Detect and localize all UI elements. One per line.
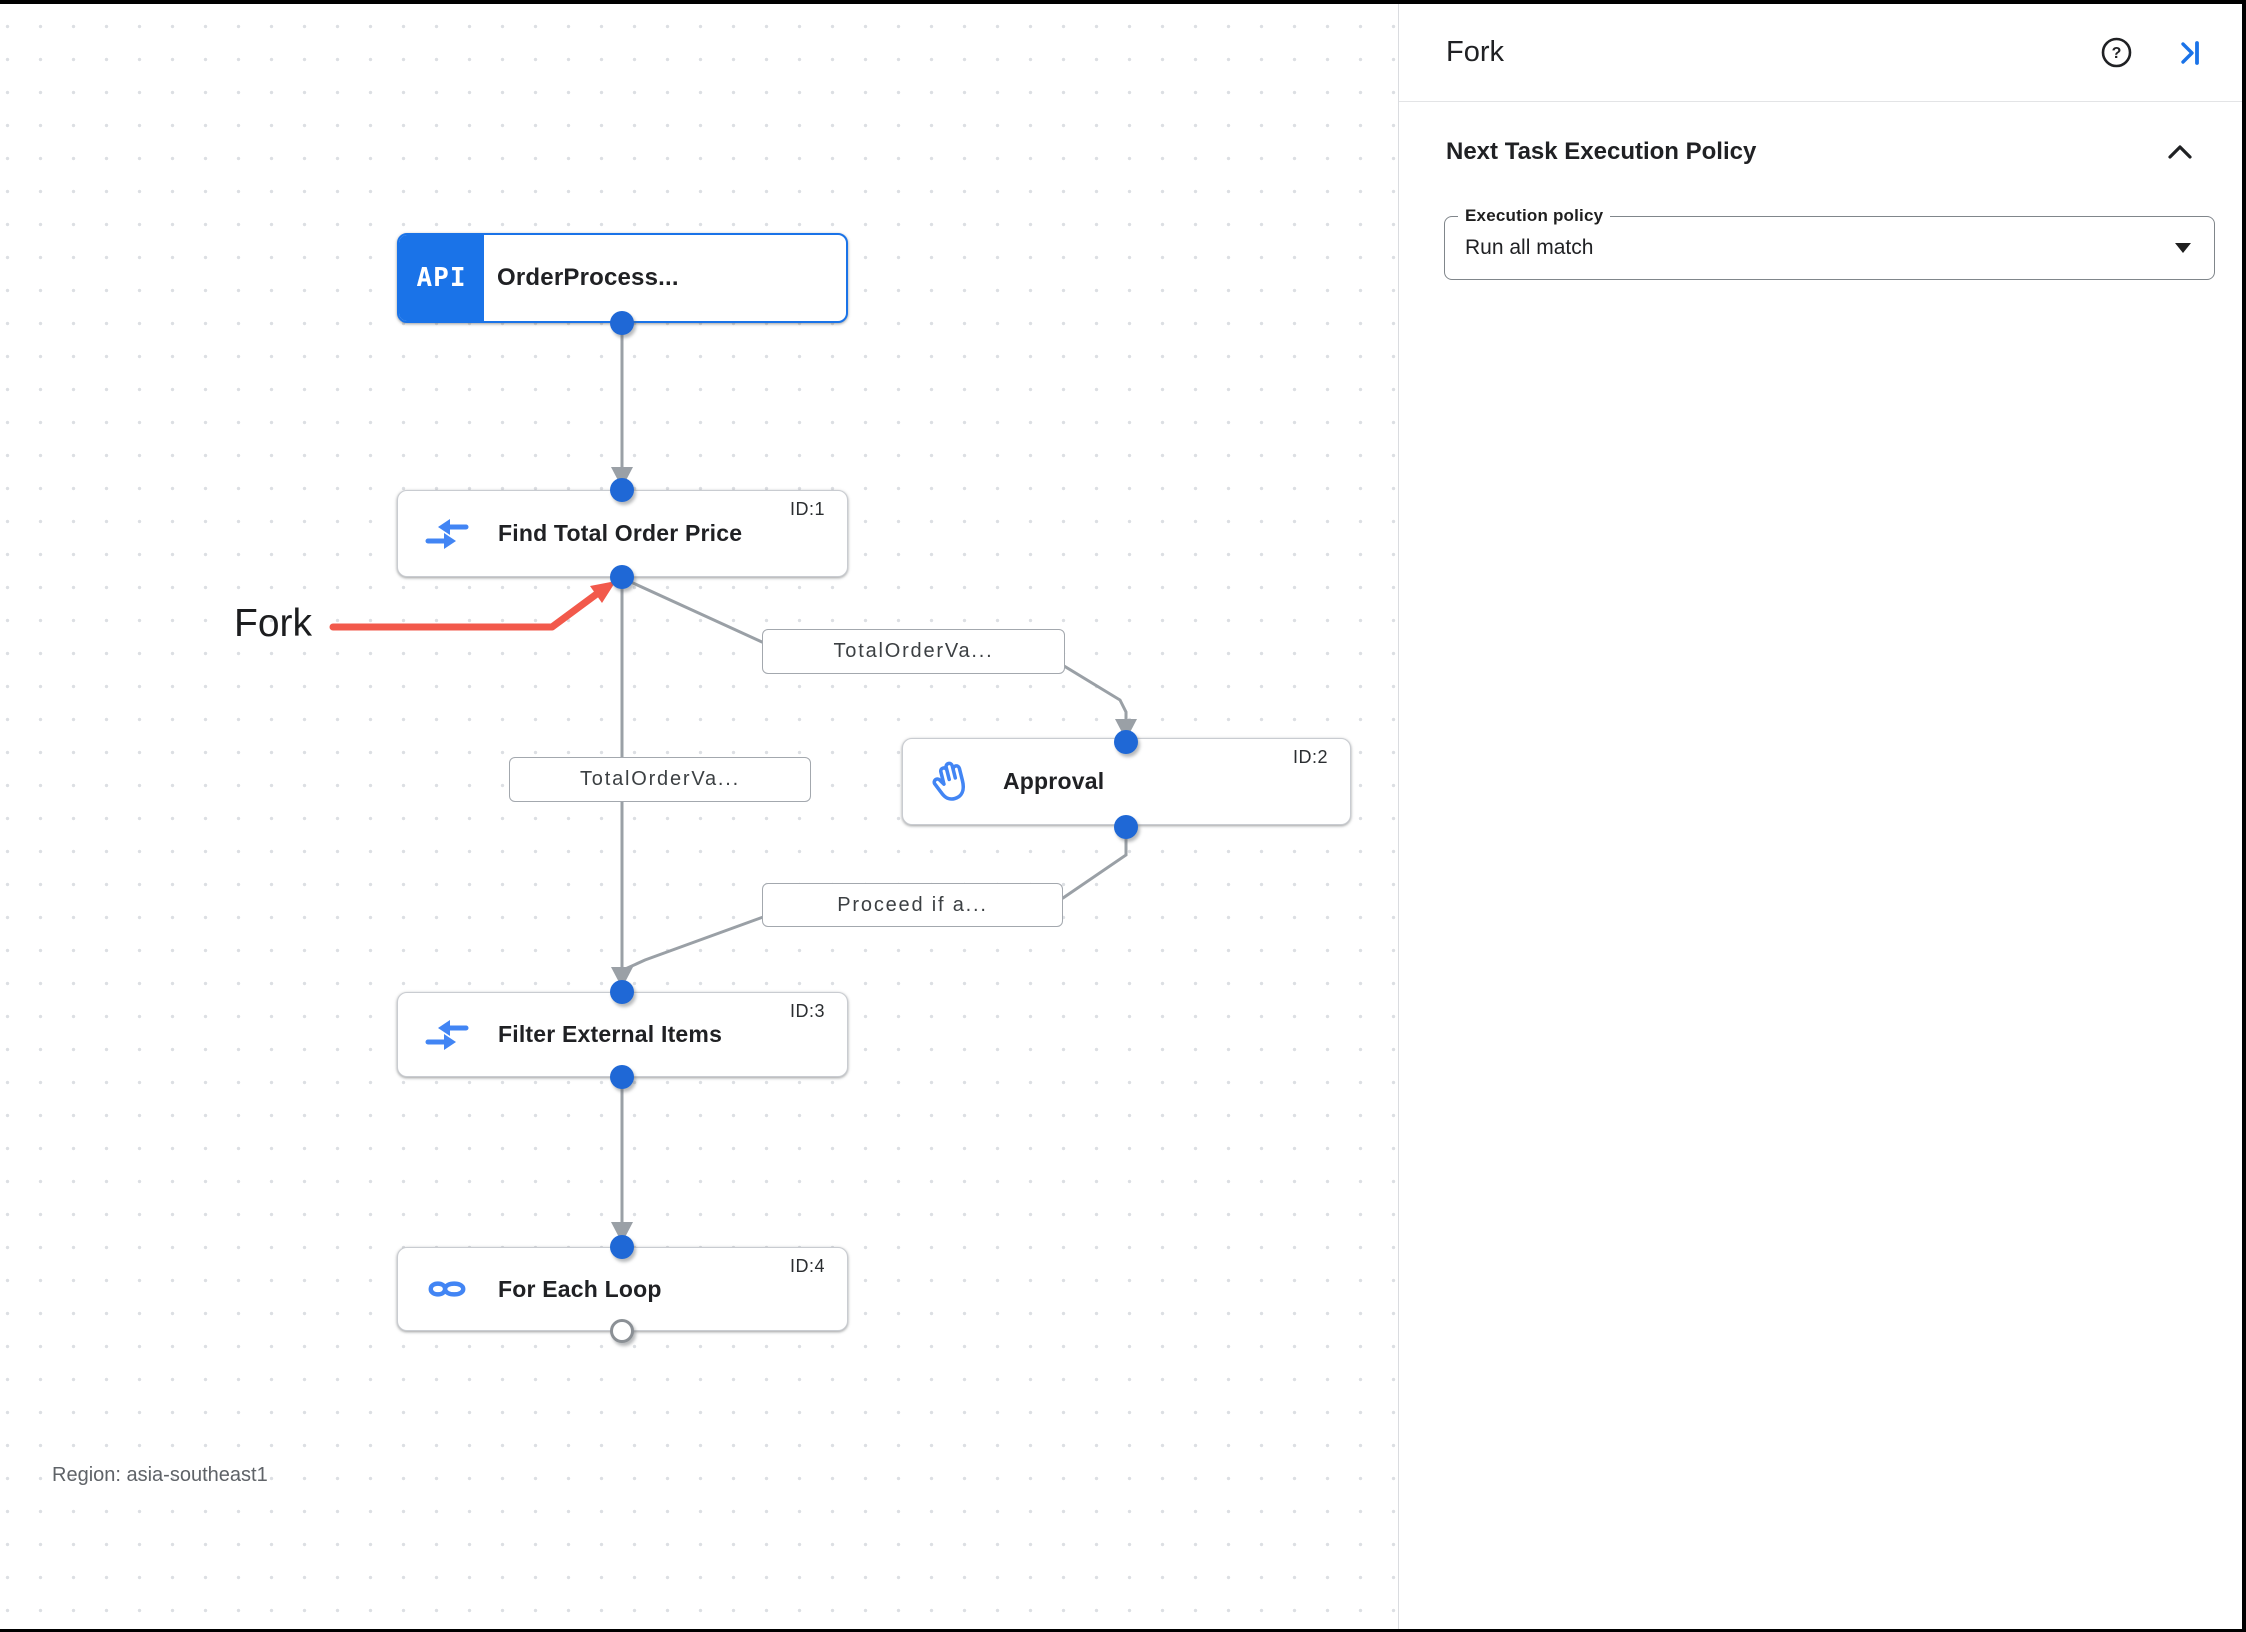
port-trigger-out[interactable]: [610, 311, 634, 335]
arrowhead-task1: [611, 467, 633, 488]
for-each-loop-icon: [425, 1267, 469, 1311]
svg-text:?: ?: [2111, 45, 2121, 62]
task-id-badge: ID:2: [1292, 747, 1328, 767]
execution-policy-value: Run all match: [1465, 236, 1594, 259]
data-mapping-icon: [425, 1013, 469, 1057]
port-task4-in[interactable]: [610, 1235, 634, 1259]
execution-policy-select[interactable]: Execution policy Run all match: [1444, 206, 2215, 280]
port-task2-in[interactable]: [1114, 730, 1138, 754]
chevron-up-icon[interactable]: [2166, 143, 2194, 161]
node-filter-external-items[interactable]: Filter External Items ID:3: [397, 992, 848, 1077]
port-task1-in[interactable]: [610, 478, 634, 502]
node-title: For Each Loop: [498, 1275, 662, 1302]
port-task2-out[interactable]: [1114, 815, 1138, 839]
workflow-canvas[interactable]: API OrderProcess... Find Total Order Pri…: [0, 4, 1398, 1629]
arrowhead-task4: [611, 1222, 633, 1243]
workflow-edges: [329, 322, 1137, 1243]
edge-label-condition[interactable]: TotalOrderVa...: [762, 629, 1065, 674]
data-mapping-icon: [425, 512, 469, 556]
api-trigger-icon: API: [399, 235, 484, 321]
config-panel: Fork ? Next Task Execution Policy: [1399, 4, 2246, 1629]
approval-hand-icon: [930, 760, 974, 804]
panel-title: Fork: [1446, 36, 1504, 68]
section-header[interactable]: Next Task Execution Policy: [1446, 138, 2194, 166]
edge-task1-to-task2[interactable]: [621, 576, 1128, 722]
arrowhead-task3: [611, 967, 633, 988]
port-task4-out-open[interactable]: [610, 1319, 634, 1343]
task-id-badge: ID:1: [789, 499, 825, 519]
frame-bottom: [0, 1629, 2246, 1632]
node-find-total-order-price[interactable]: Find Total Order Price ID:1: [397, 490, 848, 577]
node-for-each-loop[interactable]: For Each Loop ID:4: [397, 1247, 848, 1331]
fork-annotation-arrow: [329, 581, 616, 631]
edge-label-condition[interactable]: TotalOrderVa...: [509, 757, 811, 802]
config-panel-header: Fork ?: [1399, 4, 2246, 101]
node-title: OrderProcess...: [497, 264, 679, 291]
collapse-panel-icon[interactable]: [2172, 36, 2206, 70]
section-title: Next Task Execution Policy: [1446, 138, 1757, 165]
port-task1-out[interactable]: [610, 565, 634, 589]
execution-policy-label: Execution policy: [1458, 206, 1611, 226]
task-id-badge: ID:4: [789, 1256, 825, 1276]
divider: [1399, 101, 2246, 102]
frame-top: [0, 0, 2246, 4]
panel-divider: [1398, 0, 1399, 1632]
port-task3-out[interactable]: [610, 1065, 634, 1089]
task-id-badge: ID:3: [789, 1001, 825, 1021]
port-task3-in[interactable]: [610, 980, 634, 1004]
help-icon[interactable]: ?: [2099, 36, 2133, 70]
next-task-execution-policy-section: Next Task Execution Policy Execution pol…: [1399, 102, 2246, 280]
frame-right: [2242, 0, 2246, 1632]
node-api-trigger[interactable]: API OrderProcess...: [397, 233, 848, 323]
node-title: Filter External Items: [498, 1021, 723, 1047]
node-title: Find Total Order Price: [498, 520, 743, 546]
region-label: Region: asia-southeast1: [52, 1464, 268, 1486]
fork-annotation-label: Fork: [234, 602, 312, 645]
arrowhead-task2: [1115, 719, 1137, 740]
edge-label-condition[interactable]: Proceed if a...: [762, 883, 1063, 927]
dropdown-caret-icon: [2175, 243, 2191, 253]
node-title: Approval: [1003, 768, 1105, 794]
